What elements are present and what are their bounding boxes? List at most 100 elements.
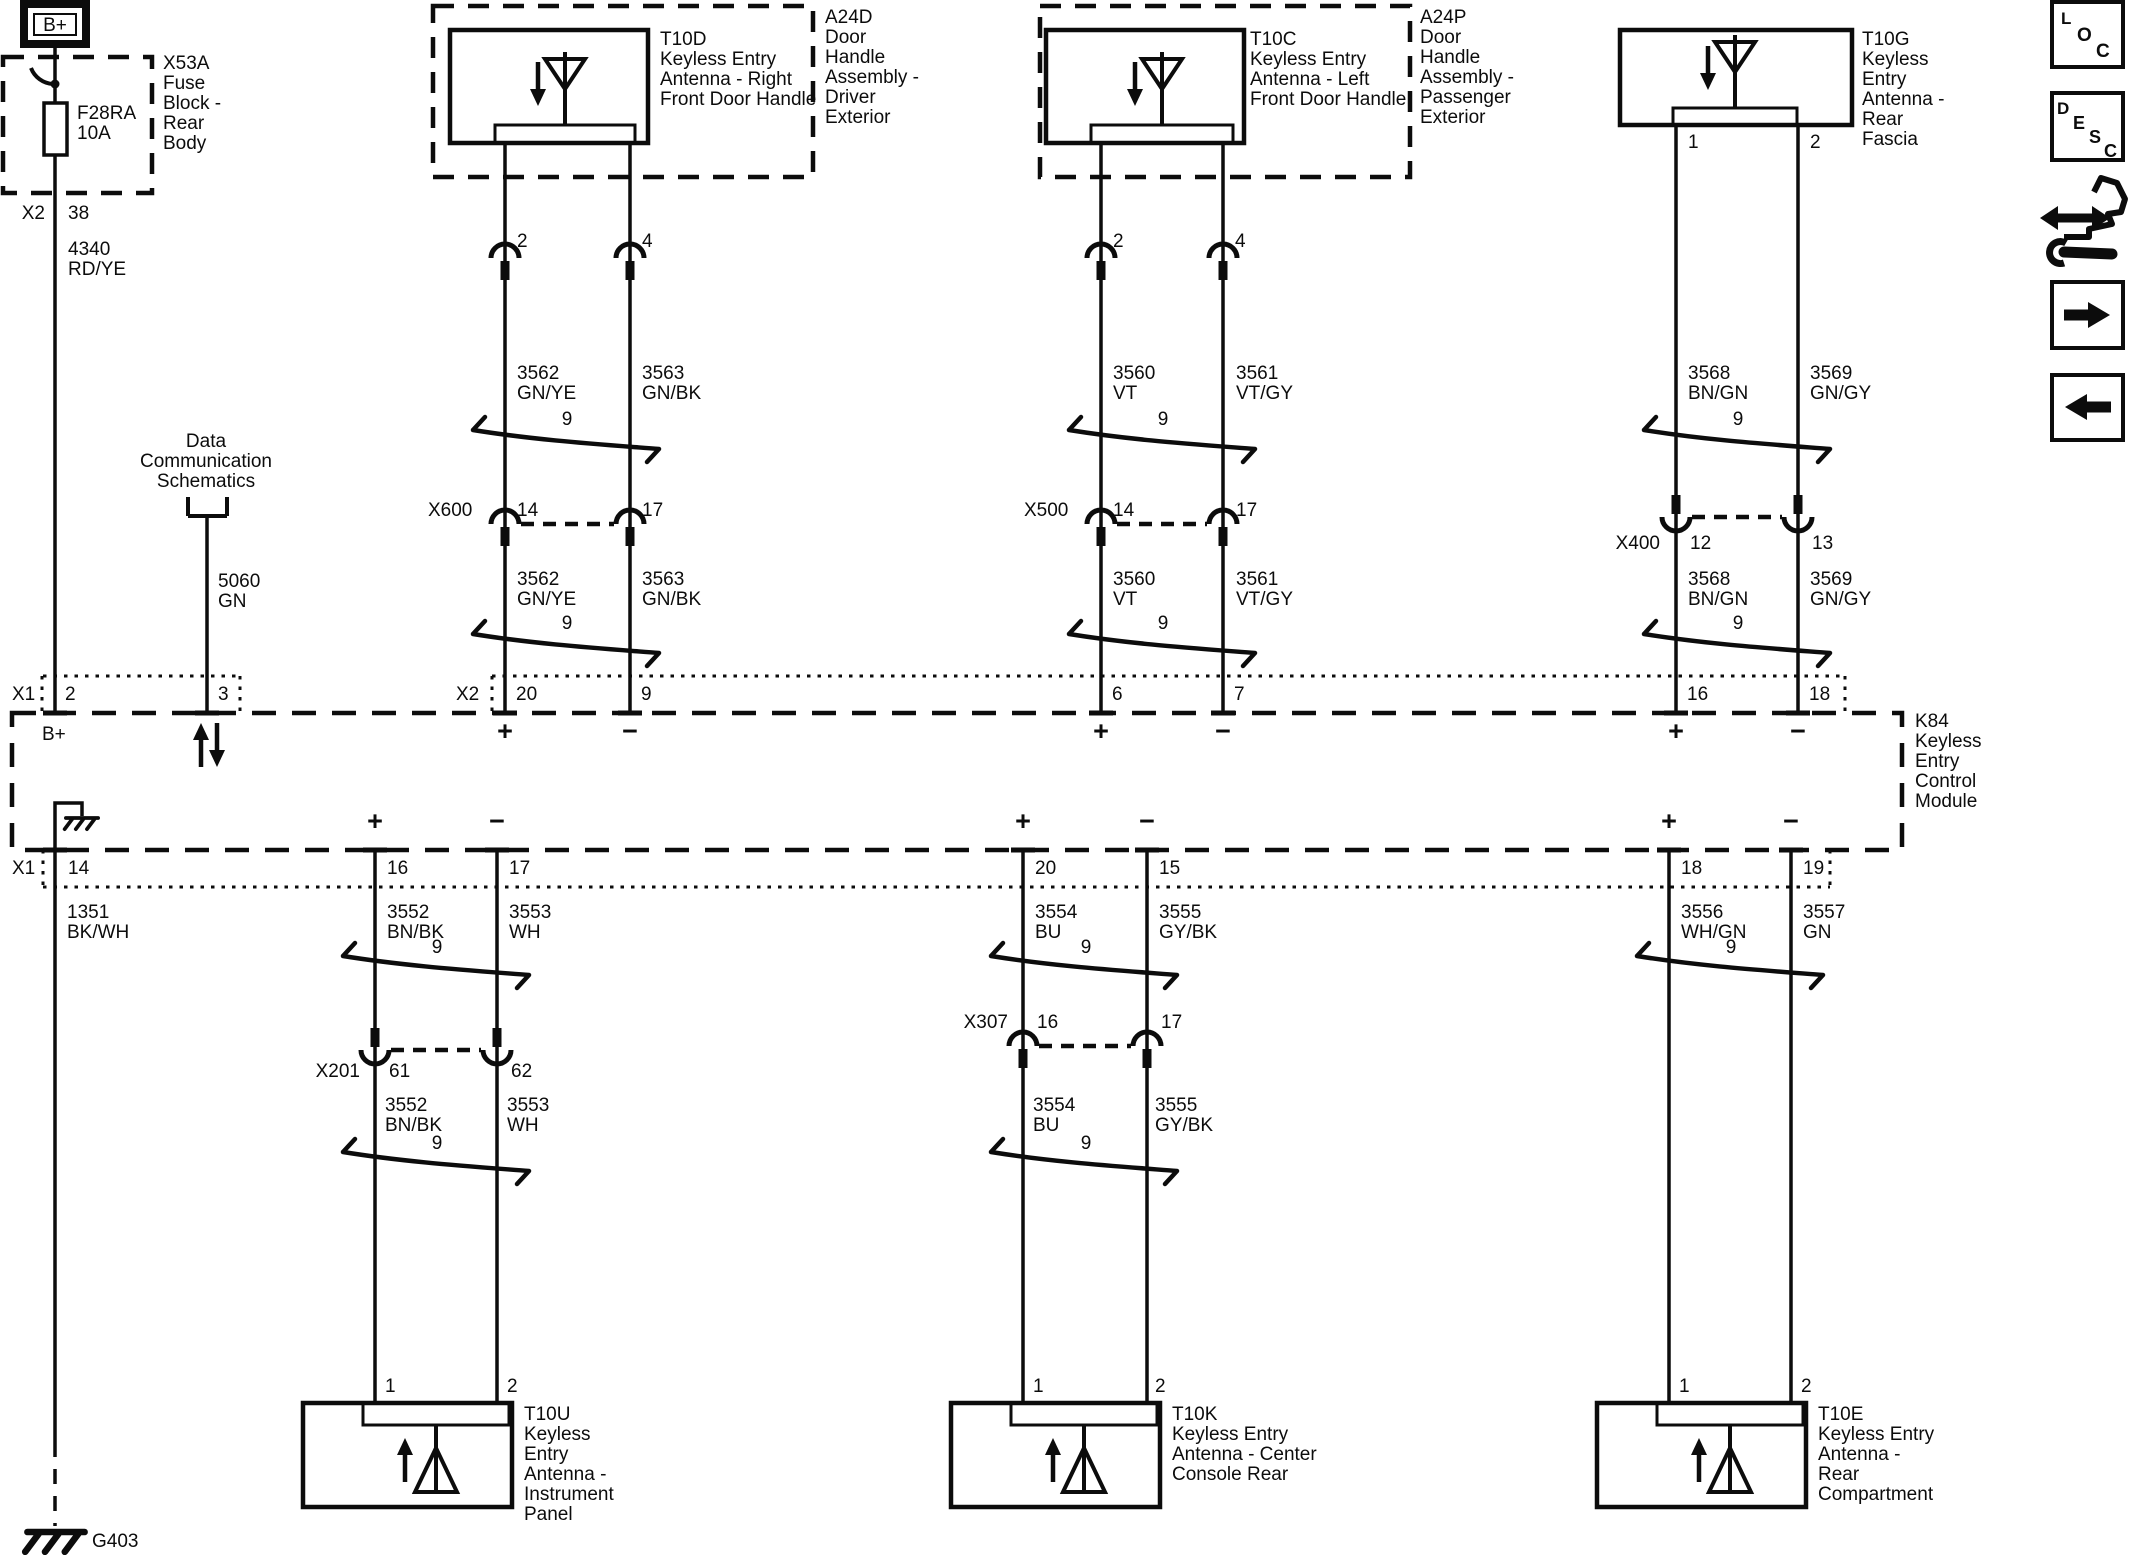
polarity-minus: − — [1215, 716, 1231, 746]
pin-number: 17 — [1161, 1012, 1183, 1033]
a24p-name: Passenger — [1420, 87, 1511, 108]
next-icon[interactable] — [2050, 280, 2125, 350]
t10e-column — [1594, 850, 1823, 1510]
pin-number: 13 — [1812, 533, 1834, 554]
wire-circuit: 3555 — [1155, 1095, 1198, 1116]
polarity-plus: + — [1093, 716, 1109, 746]
battery-feed — [0, 0, 155, 713]
wire-color: BU — [1035, 922, 1062, 943]
wire-color: GY/BK — [1159, 922, 1218, 943]
t10u-name: Panel — [524, 1504, 573, 1525]
twist-count: 9 — [561, 613, 573, 634]
twist-count: 9 — [1157, 613, 1169, 634]
module-pin: 16 — [1687, 684, 1709, 705]
wire-circuit: 1351 — [67, 902, 110, 923]
module-code: K84 — [1915, 711, 1949, 732]
a24p-assembly-box — [1037, 3, 1413, 180]
t10u-name: Antenna - — [524, 1464, 607, 1485]
back-icon[interactable] — [2050, 373, 2125, 442]
wire-circuit: 3568 — [1688, 363, 1731, 384]
desc-icon-letter: D — [2057, 99, 2070, 118]
t10g-name: Antenna - — [1862, 89, 1945, 110]
antenna-icon — [1061, 1423, 1107, 1494]
t10k-name: Antenna - Center — [1172, 1444, 1317, 1465]
k84-module — [9, 674, 1905, 889]
data-link-branch — [186, 497, 229, 713]
pin-number: 1 — [385, 1376, 396, 1397]
module-pin: 20 — [1035, 858, 1057, 879]
polarity-plus: + — [367, 806, 383, 836]
module-pin: 15 — [1159, 858, 1181, 879]
a24p-name: Assembly - — [1420, 67, 1514, 88]
module-pin: 18 — [1681, 858, 1703, 879]
pin-number: 1 — [1688, 132, 1699, 153]
wire-circuit: 3556 — [1681, 902, 1724, 923]
twist-count: 9 — [1725, 937, 1737, 958]
t10d-code: T10D — [660, 29, 707, 50]
wire-color: RD/YE — [68, 259, 127, 280]
wire-color: WH/GN — [1681, 922, 1747, 943]
wire-circuit: 3568 — [1688, 569, 1731, 590]
wire-circuit: 3552 — [387, 902, 430, 923]
module-pin: 17 — [509, 858, 531, 879]
module-pin: 18 — [1809, 684, 1831, 705]
t10g-name: Fascia — [1862, 129, 1918, 150]
wire-circuit: 5060 — [218, 571, 261, 592]
a24d-name: Door — [825, 27, 867, 48]
module-pin: 9 — [641, 684, 652, 705]
wire-circuit: 3561 — [1236, 363, 1279, 384]
wire-color: GY/BK — [1155, 1115, 1214, 1136]
polarity-plus: + — [497, 716, 513, 746]
pin-number: 2 — [507, 1376, 518, 1397]
module-pin: 6 — [1112, 684, 1123, 705]
fuse-block-code: X53A — [163, 53, 210, 74]
twist-count: 9 — [431, 1133, 443, 1154]
polarity-minus: − — [489, 806, 505, 836]
module-connector-label: X2 — [456, 684, 480, 705]
twist-count: 9 — [1080, 1133, 1092, 1154]
twist-count: 9 — [431, 937, 443, 958]
wire-color: BU — [1033, 1115, 1060, 1136]
fuse-rating: 10A — [77, 123, 111, 144]
fuse-block-name: Block - — [163, 93, 222, 114]
wire-color: VT — [1113, 589, 1138, 610]
polarity-minus: − — [1139, 806, 1155, 836]
loc-icon[interactable] — [2050, 0, 2125, 69]
module-pin: 19 — [1803, 858, 1825, 879]
wire-color: WH — [507, 1115, 539, 1136]
ground-run — [25, 850, 84, 1552]
t10c-connector-rect — [1089, 123, 1235, 145]
repair-icon[interactable] — [2040, 175, 2128, 268]
module-bplus-label: B+ — [42, 724, 66, 745]
module-name: Module — [1915, 791, 1978, 812]
polarity-minus: − — [622, 716, 638, 746]
k84-module-box — [9, 710, 1905, 853]
antenna-icon — [1707, 1423, 1753, 1494]
fuse-code: F28RA — [77, 103, 137, 124]
up-arrow-icon — [1691, 1438, 1707, 1482]
t10k-column — [948, 850, 1177, 1510]
wire-circuit: 3569 — [1810, 569, 1853, 590]
a24d-name: Exterior — [825, 107, 891, 128]
wire-circuit: 3563 — [642, 569, 685, 590]
connector-label: X307 — [963, 1012, 1008, 1033]
wire-circuit: 3553 — [507, 1095, 550, 1116]
t10g-code: T10G — [1862, 29, 1910, 50]
sidebar-icons — [2040, 0, 2128, 442]
desc-icon[interactable] — [2050, 91, 2125, 162]
t10e-code: T10E — [1818, 1404, 1864, 1425]
t10d-name: Antenna - Right — [660, 69, 793, 90]
a24p-name: Exterior — [1420, 107, 1486, 128]
pin-number: 2 — [1810, 132, 1821, 153]
t10k-name: Keyless Entry — [1172, 1424, 1289, 1445]
pin-number: 62 — [511, 1061, 533, 1082]
t10u-connector-rect — [361, 1401, 511, 1427]
a24p-code: A24P — [1420, 7, 1467, 28]
wire-color: GN/YE — [517, 589, 577, 610]
module-name: Control — [1915, 771, 1977, 792]
a24d-assembly-box — [430, 3, 816, 180]
up-arrow-icon — [1045, 1438, 1061, 1482]
a24d-name: Driver — [825, 87, 876, 108]
loc-icon-letter: C — [2096, 41, 2110, 62]
pin-number: 61 — [389, 1061, 411, 1082]
